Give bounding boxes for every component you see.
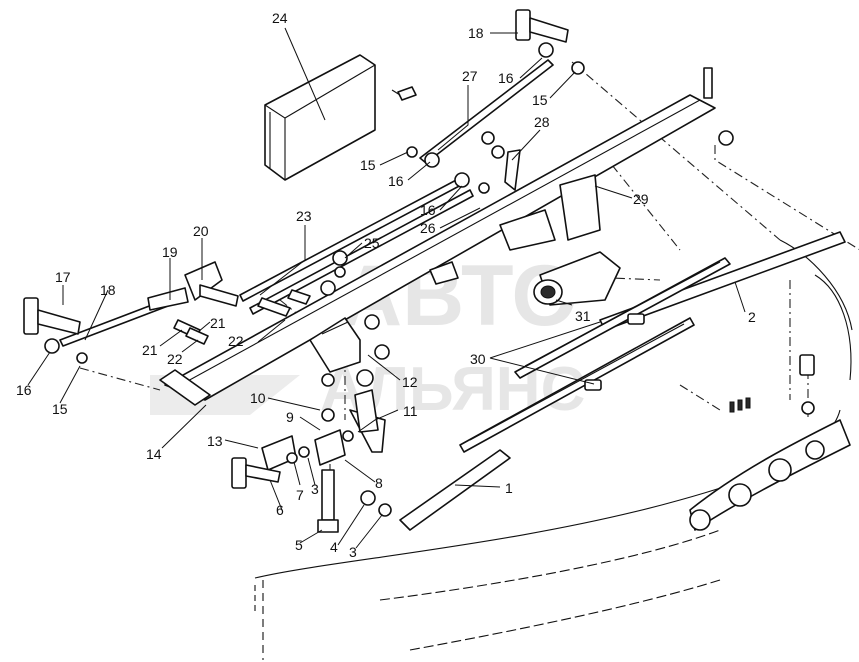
callout: 3 — [311, 481, 319, 497]
clips — [729, 397, 815, 415]
callout: 16 — [498, 70, 514, 86]
link-28 — [481, 131, 521, 191]
callout: 19 — [162, 244, 178, 260]
callout: 15 — [532, 92, 548, 108]
callout: 10 — [250, 390, 266, 406]
callout: 4 — [330, 539, 338, 555]
callout: 18 — [100, 282, 116, 298]
screw — [391, 86, 417, 101]
ball-joint-top — [515, 9, 585, 75]
callout: 3 — [349, 544, 357, 560]
callout: 6 — [276, 502, 284, 518]
callout: 12 — [402, 374, 418, 390]
bracket-left — [147, 261, 239, 311]
callout: 5 — [295, 537, 303, 553]
callout-numbers: 24 18 27 16 15 28 15 16 29 16 26 23 25 2… — [16, 10, 756, 560]
callout: 16 — [16, 382, 32, 398]
callout: 16 — [388, 173, 404, 189]
bolts — [173, 250, 348, 345]
ball-joint-left — [23, 297, 88, 364]
lower-bracket — [231, 435, 310, 489]
bolt-and-nuts — [317, 469, 392, 533]
callout: 28 — [534, 114, 550, 130]
callout: 27 — [462, 68, 478, 84]
callout: 26 — [420, 220, 436, 236]
callout: 30 — [470, 351, 486, 367]
wiper-blades — [459, 257, 731, 453]
linkage-rods — [59, 59, 554, 347]
callout: 25 — [364, 235, 380, 251]
front-grille — [689, 354, 851, 531]
callout: 11 — [403, 403, 418, 419]
callout: 22 — [167, 351, 183, 367]
callout: 23 — [296, 208, 312, 224]
callout: 2 — [748, 309, 756, 325]
leader-lines — [27, 27, 746, 549]
central-bracket — [309, 314, 390, 387]
callout: 7 — [296, 487, 304, 503]
callout: 21 — [142, 342, 158, 358]
callout: 17 — [55, 269, 71, 285]
callout: 29 — [633, 191, 649, 207]
wiper-motor — [429, 174, 621, 306]
callout: 15 — [52, 401, 68, 417]
callout: 8 — [375, 475, 383, 491]
callout: 21 — [210, 315, 226, 331]
cover-box — [264, 54, 376, 181]
callout: 1 — [505, 480, 513, 496]
callout: 24 — [272, 10, 288, 26]
callout: 18 — [468, 25, 484, 41]
frame-bar — [159, 94, 716, 406]
callout: 20 — [193, 223, 209, 239]
callout: 16 — [420, 202, 436, 218]
callout: 15 — [360, 157, 376, 173]
callout: 9 — [286, 409, 294, 425]
washers-upper — [406, 67, 734, 194]
callout: 22 — [228, 333, 244, 349]
callout: 14 — [146, 446, 162, 462]
callout: 13 — [207, 433, 223, 449]
callout: 31 — [575, 308, 591, 324]
